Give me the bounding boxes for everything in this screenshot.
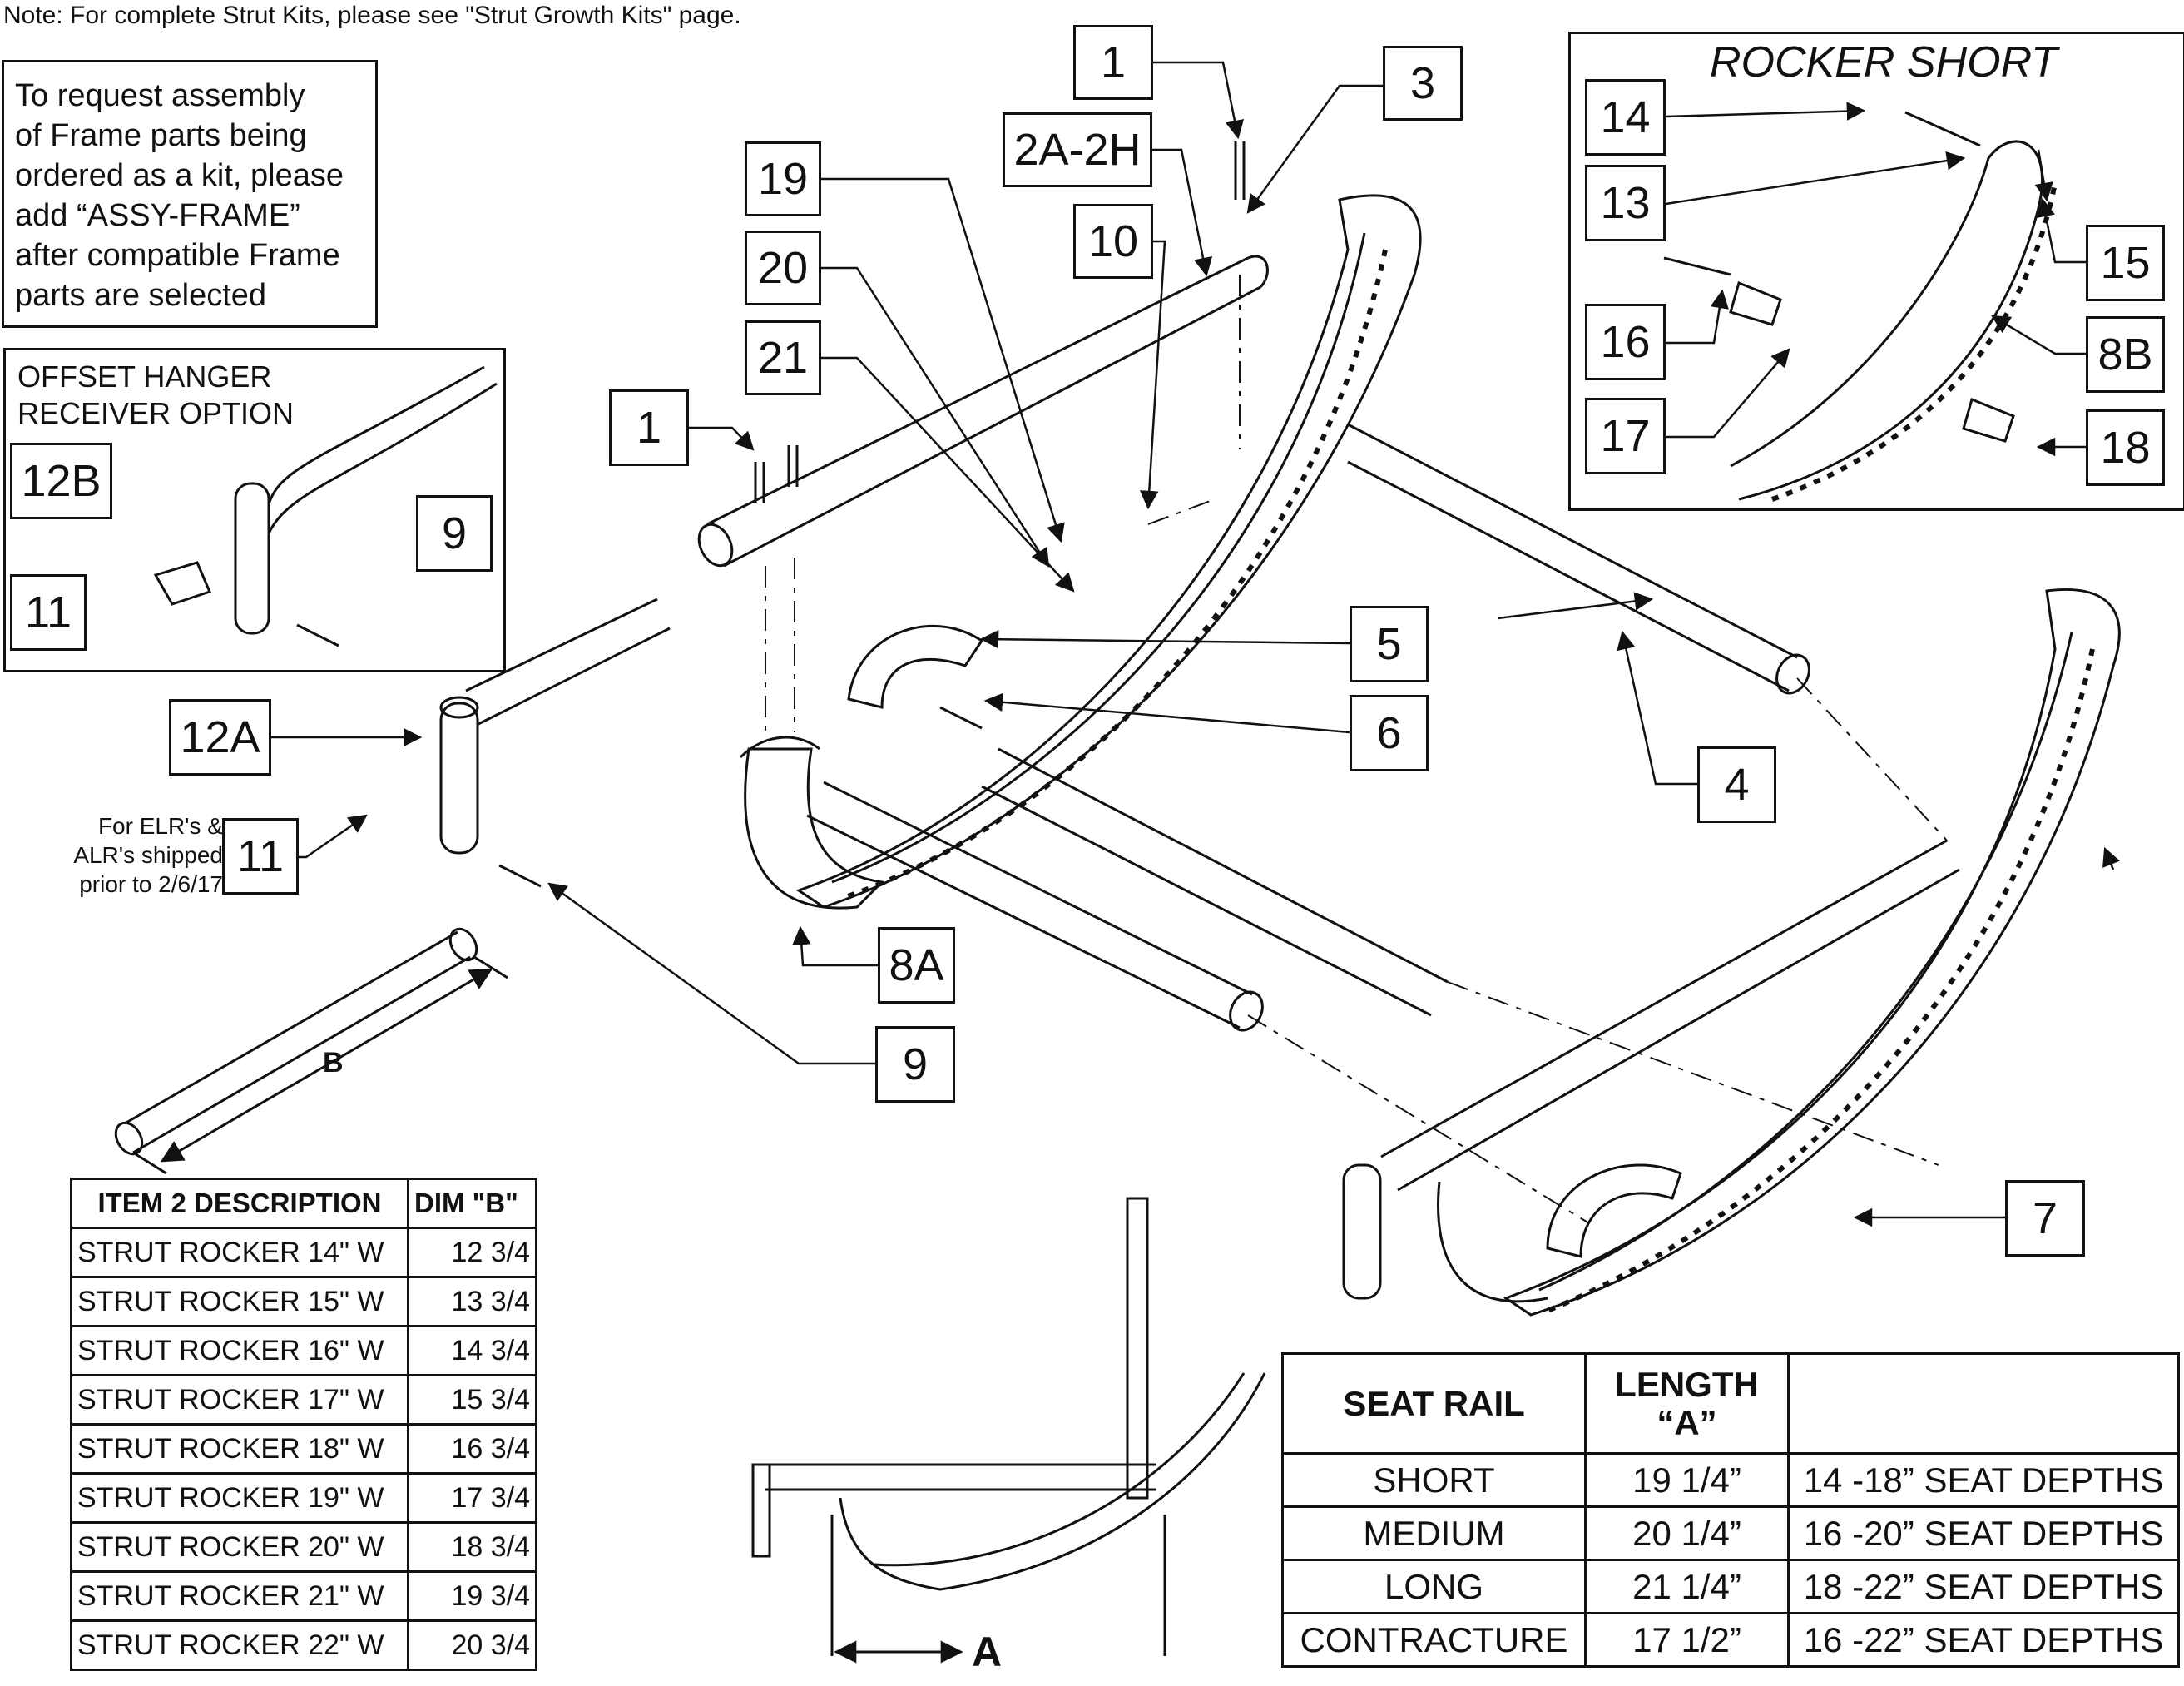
offset-hanger-title: OFFSET HANGER RECEIVER OPTION <box>17 360 295 430</box>
right-guard <box>1546 1163 1682 1258</box>
callout-8b: 8B <box>2086 316 2165 393</box>
right-rocker-rail <box>1503 588 2121 1317</box>
dimension-b-label: B <box>323 1047 344 1079</box>
dimension-a-label: A <box>972 1629 1003 1675</box>
callout-12a: 12A <box>169 699 271 776</box>
rocker-short-title: ROCKER SHORT <box>1710 38 2058 87</box>
callout-13: 13 <box>1585 165 1666 241</box>
item2-dimension-table: ITEM 2 DESCRIPTION DIM "B" STRUT ROCKER … <box>70 1178 537 1671</box>
callout-5: 5 <box>1350 606 1429 682</box>
callout-7: 7 <box>2005 1180 2085 1257</box>
callout-2a-2h: 2A-2H <box>1003 112 1152 187</box>
left-rocker-rail <box>795 194 1422 909</box>
callout-12b: 12B <box>10 443 112 519</box>
rocker-short-drawing <box>1663 111 2058 502</box>
callout-18: 18 <box>2086 409 2165 486</box>
assembly-note-box: To request assembly of Frame parts being… <box>2 60 378 328</box>
callout-1-top: 1 <box>1073 25 1153 100</box>
callout-14: 14 <box>1585 79 1666 156</box>
callout-6: 6 <box>1350 695 1429 771</box>
side-view-frame <box>751 1197 1266 1664</box>
callout-9: 9 <box>875 1026 955 1103</box>
callout-1-mid: 1 <box>609 389 689 466</box>
callout-11-inset: 11 <box>10 574 87 651</box>
assembly-note-text: To request assembly of Frame parts being… <box>15 78 344 313</box>
callout-16: 16 <box>1585 304 1666 380</box>
table-header: ITEM 2 DESCRIPTION <box>70 1178 409 1229</box>
cross-tube-lower <box>981 747 1449 1017</box>
callout-15: 15 <box>2086 225 2165 301</box>
offset-hanger-drawing <box>153 365 498 647</box>
callout-21: 21 <box>745 320 821 395</box>
table-header <box>1787 1352 2180 1455</box>
callout-19: 19 <box>745 141 821 216</box>
elr-note: For ELR's & ALR's shipped prior to 2/6/1… <box>73 813 223 897</box>
front-hanger-12a <box>439 598 671 855</box>
cross-tube-4 <box>1347 423 1810 695</box>
callout-17: 17 <box>1585 398 1666 474</box>
strut-kits-note: Note: For complete Strut Kits, please se… <box>3 2 741 29</box>
callout-3: 3 <box>1383 46 1463 121</box>
cross-tube-front <box>806 781 1264 1032</box>
table-header: LENGTH “A” <box>1584 1352 1790 1455</box>
callout-9-inset: 9 <box>416 495 493 572</box>
callout-10: 10 <box>1073 204 1153 279</box>
right-seat-rail <box>1342 839 1960 1303</box>
table-header: SEAT RAIL <box>1281 1352 1587 1455</box>
callout-8a: 8A <box>878 927 955 1004</box>
strut-tube-b <box>114 927 508 1175</box>
table-header: DIM "B" <box>407 1178 537 1229</box>
callout-20: 20 <box>745 231 821 305</box>
left-hanger-casting <box>739 736 885 910</box>
guard-5 <box>847 624 984 709</box>
callout-11: 11 <box>222 818 299 895</box>
callout-4: 4 <box>1697 746 1776 823</box>
